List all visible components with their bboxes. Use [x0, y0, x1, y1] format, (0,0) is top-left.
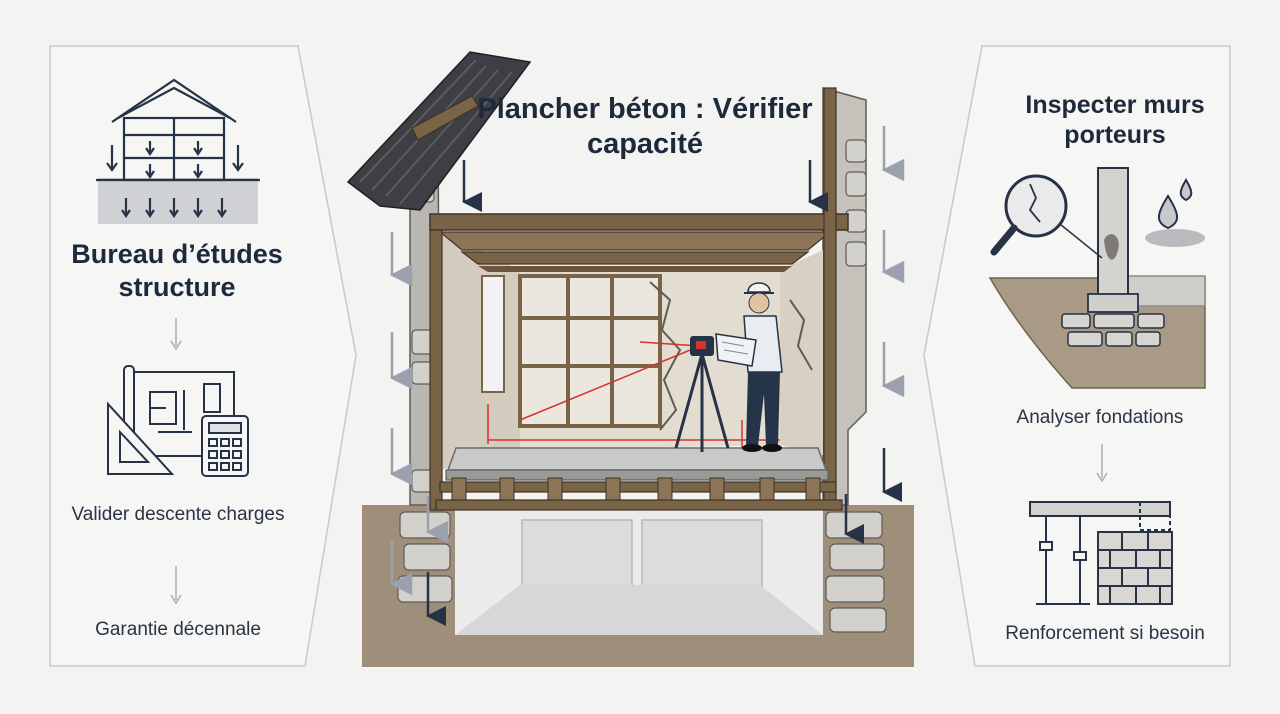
right-panel-title: Inspecter murs porteurs [1025, 91, 1205, 149]
magnifier-crack-icon [990, 174, 1068, 256]
inspector-figure [715, 282, 783, 452]
laser-level-icon [674, 336, 730, 452]
right-step-reinforcement: Renforcement si besoin [1005, 623, 1205, 644]
house-load-icon [96, 78, 260, 224]
center-title: Plancher béton : Vérifier capacité [477, 93, 813, 160]
calculator-icon [201, 415, 249, 477]
set-square-icon [107, 401, 175, 475]
foundation-icon [988, 167, 1206, 389]
water-drop-icon [1145, 178, 1205, 247]
left-step-warranty: Garantie décennale [95, 619, 261, 640]
load-arrows [389, 126, 905, 626]
right-step-foundations: Analyser fondations [1016, 407, 1184, 428]
left-panel-title: Bureau d’études structure [71, 239, 283, 302]
left-panel [49, 45, 357, 667]
house-cutaway [346, 51, 914, 667]
right-panel [923, 45, 1231, 667]
left-step-load-check: Valider descente charges [71, 504, 285, 525]
shoring-props-icon [1029, 501, 1173, 605]
